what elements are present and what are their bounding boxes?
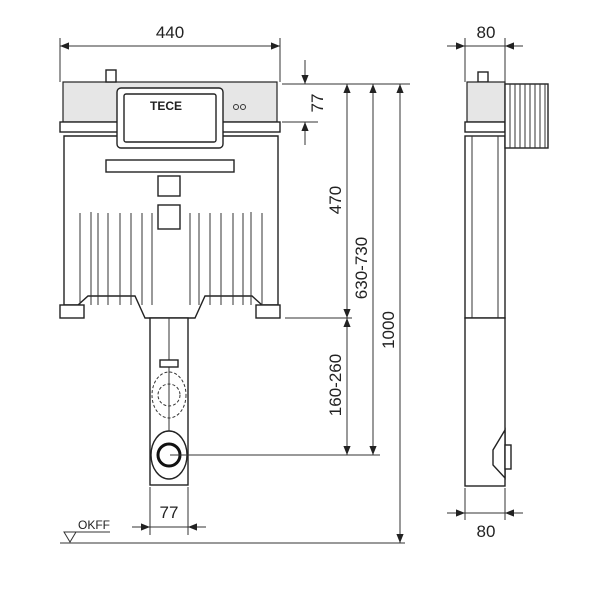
dimension-lines xyxy=(59,38,523,544)
dim-outlet-to-cistern: 160-260 xyxy=(326,354,345,416)
dim-outlet-height: 630-730 xyxy=(352,237,371,299)
dim-side-depth-bottom: 80 xyxy=(477,522,496,541)
dim-pipe-width: 77 xyxy=(160,503,179,522)
floor-level-label: OKFF xyxy=(78,518,110,532)
dim-total-height: 1000 xyxy=(379,311,398,349)
brand-label: TECE xyxy=(150,99,182,113)
dim-flush-plate-height: 77 xyxy=(308,94,327,113)
dim-cistern-height: 470 xyxy=(326,186,345,214)
front-view: TECE xyxy=(59,69,281,486)
side-view xyxy=(464,71,549,487)
dim-side-depth-top: 80 xyxy=(477,23,496,42)
flush-box-hatched xyxy=(504,83,549,149)
dim-frame-width: 440 xyxy=(156,23,184,42)
